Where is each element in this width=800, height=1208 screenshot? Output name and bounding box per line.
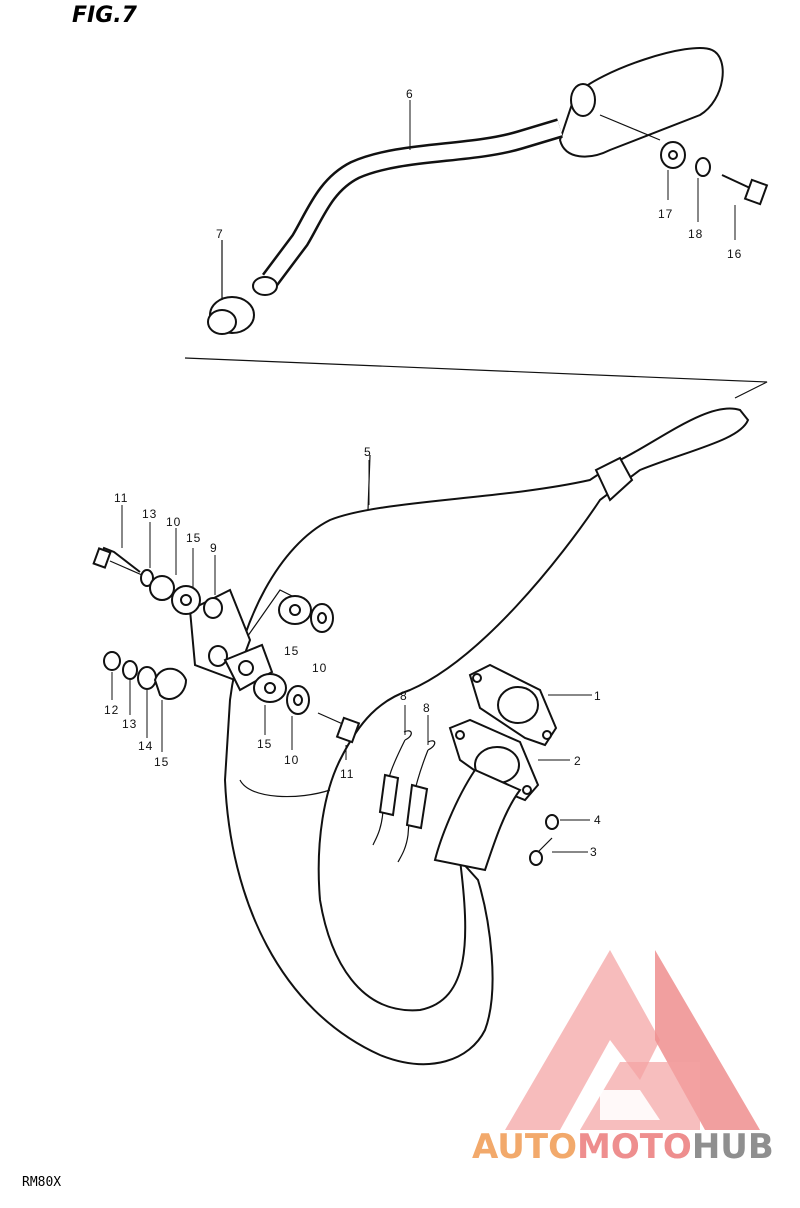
callout-1: 1 bbox=[594, 689, 602, 703]
upper-fastener-stack bbox=[92, 505, 201, 615]
flange-part-2 bbox=[433, 718, 570, 872]
exhaust-chamber-part-5 bbox=[223, 407, 750, 1066]
callout-10-upper-left: 10 bbox=[166, 515, 181, 529]
callout-7: 7 bbox=[216, 227, 224, 241]
callout-14: 14 bbox=[138, 739, 153, 753]
callout-2: 2 bbox=[574, 754, 582, 768]
spring-part-8-right bbox=[397, 715, 436, 863]
nut-part-4 bbox=[545, 814, 590, 830]
spring-part-8-left bbox=[372, 705, 412, 846]
stud-part-3 bbox=[529, 837, 588, 866]
callout-13-lower: 13 bbox=[122, 717, 137, 731]
gasket-part-1 bbox=[468, 663, 592, 747]
callout-15-lower-right: 15 bbox=[257, 737, 272, 751]
lock-washer-part-18 bbox=[695, 157, 711, 222]
bolt-part-16 bbox=[721, 174, 769, 240]
callout-8-right: 8 bbox=[423, 701, 431, 715]
callout-18: 18 bbox=[688, 227, 703, 241]
callout-10-upper-right: 10 bbox=[312, 661, 327, 675]
automotohub-logo bbox=[505, 950, 760, 1130]
callout-5: 5 bbox=[364, 445, 372, 459]
lower-fastener-stack bbox=[103, 651, 188, 752]
callout-4: 4 bbox=[594, 813, 602, 827]
grommet-part-7 bbox=[207, 240, 255, 335]
callout-11-lower: 11 bbox=[340, 767, 354, 781]
lower-right-washers bbox=[253, 673, 310, 750]
bolt-part-11-lower bbox=[317, 712, 361, 760]
callout-8-left: 8 bbox=[400, 689, 408, 703]
callout-3: 3 bbox=[590, 845, 598, 859]
watermark-text: AUTOMOTOHUB bbox=[472, 1127, 774, 1167]
callout-9: 9 bbox=[210, 541, 218, 555]
callout-12: 12 bbox=[104, 703, 119, 717]
callout-10-lower-right: 10 bbox=[284, 753, 299, 767]
callout-15-upper-left: 15 bbox=[186, 531, 201, 545]
callout-16: 16 bbox=[727, 247, 742, 261]
washer-part-17 bbox=[660, 141, 686, 200]
model-label: RM80X bbox=[22, 1175, 61, 1190]
callout-15-lower-left: 15 bbox=[154, 755, 169, 769]
silencer-part-6 bbox=[252, 47, 724, 296]
callout-15-upper-right: 15 bbox=[284, 644, 299, 658]
section-divider-line bbox=[184, 357, 768, 399]
callout-6: 6 bbox=[406, 87, 414, 101]
bracket-part-9 bbox=[188, 555, 274, 692]
upper-right-washers bbox=[278, 595, 334, 633]
figure-title: FIG.7 bbox=[72, 3, 138, 28]
callout-17: 17 bbox=[658, 207, 673, 221]
callout-13-upper: 13 bbox=[142, 507, 157, 521]
callout-11-upper: 11 bbox=[114, 491, 128, 505]
